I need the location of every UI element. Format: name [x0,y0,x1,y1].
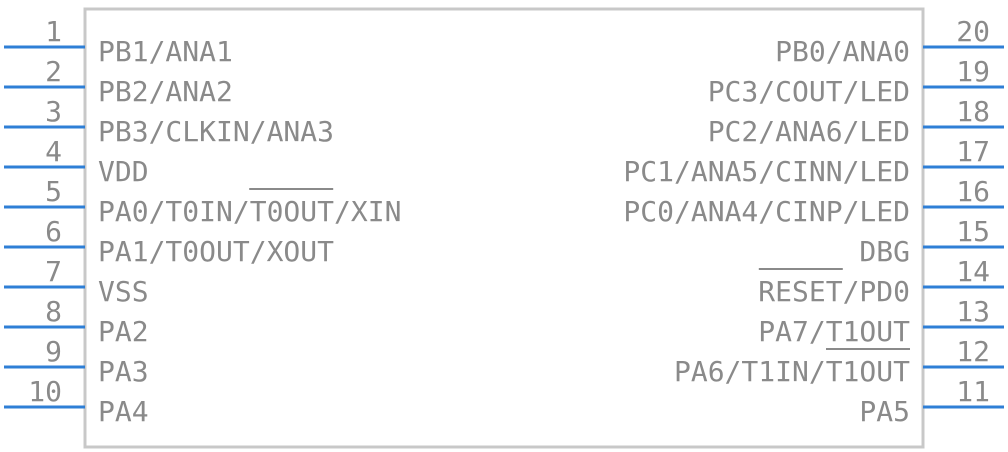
pin-13-label: PA7/T1OUT [758,315,910,348]
pin-4-number: 4 [45,135,62,168]
pin-6-label: PA1/T0OUT/XOUT [98,235,334,268]
pin-19-label: PC3/COUT/LED [708,75,910,108]
pin-12-number: 12 [956,335,990,368]
pin-4-label: VDD [98,155,149,188]
pin-18-number: 18 [956,95,990,128]
pin-15-number: 15 [956,215,990,248]
pin-7-number: 7 [45,255,62,288]
pin-1-number: 1 [45,15,62,48]
pin-11-label: PA5 [859,395,910,428]
pin-15-label: DBG [859,235,910,268]
pin-16-number: 16 [956,175,990,208]
pin-16-label: PC0/ANA4/CINP/LED [623,195,910,228]
pin-12-label: PA6/T1IN/T1OUT [674,355,910,388]
pin-14-number: 14 [956,255,990,288]
pin-6-number: 6 [45,215,62,248]
pin-20-number: 20 [956,15,990,48]
pin-8-number: 8 [45,295,62,328]
pin-10-number: 10 [28,375,62,408]
pin-2-label: PB2/ANA2 [98,75,233,108]
pin-18-label: PC2/ANA6/LED [708,115,910,148]
pin-13-number: 13 [956,295,990,328]
pin-10-label: PA4 [98,395,149,428]
pin-11-number: 11 [956,375,990,408]
ic-body [83,7,925,449]
pin-19-number: 19 [956,55,990,88]
pin-9-number: 9 [45,335,62,368]
pin-2-number: 2 [45,55,62,88]
pin-17-label: PC1/ANA5/CINN/LED [623,155,910,188]
pin-5-label: PA0/T0IN/T0OUT/XIN [98,195,401,228]
pin-3-label: PB3/CLKIN/ANA3 [98,115,334,148]
pin-17-number: 17 [956,135,990,168]
pin-14-label: RESET/PD0 [758,275,910,308]
overbar-group [249,188,910,350]
pin-5-number: 5 [45,175,62,208]
pin-8-label: PA2 [98,315,149,348]
pin-20-label: PB0/ANA0 [775,35,910,68]
pin-9-label: PA3 [98,355,149,388]
pin-3-number: 3 [45,95,62,128]
pin-1-label: PB1/ANA1 [98,35,233,68]
pin-7-label: VSS [98,275,149,308]
